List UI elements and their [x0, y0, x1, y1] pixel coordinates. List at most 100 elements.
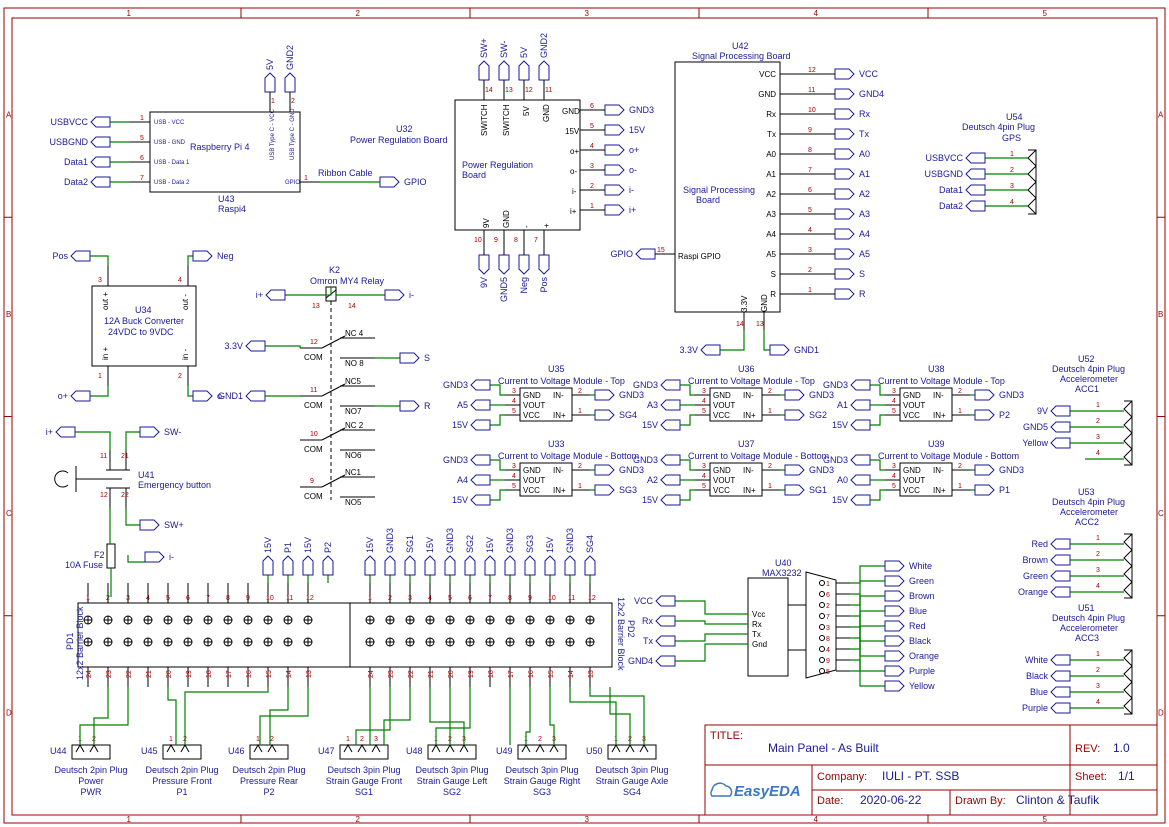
net-port-gnd3[interactable]: GND3	[823, 454, 871, 466]
net-port-gnd3[interactable]: GND3	[633, 379, 681, 391]
net-port-sg4[interactable]: SG4	[584, 535, 596, 576]
net-port-purple[interactable]: Purple	[1022, 702, 1071, 714]
net-port-gnd2[interactable]: GND2	[284, 45, 296, 93]
net-port-a3[interactable]: A3	[647, 399, 681, 411]
net-port-p1[interactable]: P1	[282, 542, 294, 576]
net-port-gnd3[interactable]: GND3	[444, 528, 456, 576]
net-port-sw-[interactable]: SW-	[498, 41, 510, 81]
net-port-gnd3[interactable]: GND3	[784, 464, 834, 476]
net-port-usbvcc[interactable]: USBVCC	[50, 116, 111, 128]
net-port-a1[interactable]: A1	[837, 399, 871, 411]
net-port-usbvcc[interactable]: USBVCC	[925, 152, 986, 164]
net-port-sg1[interactable]: SG1	[404, 535, 416, 576]
net-port-gnd4[interactable]: GND4	[628, 655, 676, 667]
net-port-9v[interactable]: 9V	[1037, 405, 1071, 417]
net-port-15v[interactable]: 15V	[642, 494, 681, 506]
net-port-brown[interactable]: Brown	[1022, 554, 1071, 566]
net-port-sg4[interactable]: SG4	[594, 409, 637, 421]
net-port-blue[interactable]: Blue	[1030, 686, 1071, 698]
net-port-pos[interactable]: Pos	[538, 254, 550, 293]
net-port-gnd3[interactable]: GND3	[443, 379, 491, 391]
net-port-data2[interactable]: Data2	[939, 200, 986, 212]
net-port-blue[interactable]: Blue	[884, 605, 927, 617]
net-port-gnd3[interactable]: GND3	[594, 464, 644, 476]
net-port-yellow[interactable]: Yellow	[884, 680, 935, 692]
net-port-sg1[interactable]: SG1	[784, 484, 827, 496]
net-port-5v[interactable]: 5V	[518, 47, 530, 81]
net-port-white[interactable]: White	[1025, 654, 1071, 666]
net-port-gnd3[interactable]: GND3	[594, 389, 644, 401]
net-port-data1[interactable]: Data1	[939, 184, 986, 196]
net-port-gnd3[interactable]: GND3	[974, 464, 1024, 476]
net-port-i-[interactable]: i-	[144, 551, 174, 563]
net-port-white[interactable]: White	[884, 560, 932, 572]
net-port-a0[interactable]: A0	[837, 474, 871, 486]
net-port-gnd5[interactable]: GND5	[498, 254, 510, 302]
net-port-15v[interactable]: 15V	[424, 537, 436, 576]
net-port-gnd3[interactable]: GND3	[384, 528, 396, 576]
net-port-s[interactable]: S	[834, 268, 865, 280]
net-port-p2[interactable]: P2	[974, 409, 1010, 421]
net-port-a3[interactable]: A3	[834, 208, 870, 220]
net-port-15v[interactable]: 15V	[262, 537, 274, 576]
net-port-15v[interactable]: 15V	[364, 537, 376, 576]
net-port-sg3[interactable]: SG3	[524, 535, 536, 576]
buck-converter-u34[interactable]: U34 12A Buck Converter 24VDC to 9VDC out…	[91, 285, 197, 367]
net-port-black[interactable]: Black	[1026, 670, 1071, 682]
net-port-i-[interactable]: i+	[46, 426, 76, 438]
net-port-yellow[interactable]: Yellow	[1022, 437, 1071, 449]
net-port-rx[interactable]: Rx	[834, 108, 870, 120]
net-port-gnd3[interactable]: GND3	[604, 104, 654, 116]
net-port-tx[interactable]: Tx	[643, 635, 676, 647]
net-port-usbgnd[interactable]: USBGND	[49, 136, 111, 148]
net-port-15v[interactable]: 15V	[642, 419, 681, 431]
net-port-i-[interactable]: i-	[604, 184, 634, 196]
net-port-15v[interactable]: 15V	[452, 494, 491, 506]
net-port-gnd3[interactable]: GND3	[633, 454, 681, 466]
net-port-green[interactable]: Green	[1023, 570, 1071, 582]
net-port-p2[interactable]: P2	[322, 542, 334, 576]
net-port-gnd3[interactable]: GND3	[974, 389, 1024, 401]
net-port-rx[interactable]: Rx	[642, 615, 676, 627]
net-port-sg2[interactable]: SG2	[784, 409, 827, 421]
net-port-usbgnd[interactable]: USBGND	[924, 168, 986, 180]
net-port-neg[interactable]: Neg	[518, 254, 530, 294]
net-port-red[interactable]: Red	[1031, 538, 1071, 550]
net-port-black[interactable]: Black	[884, 635, 932, 647]
net-port-gnd3[interactable]: GND3	[564, 528, 576, 576]
net-port-a2[interactable]: A2	[834, 188, 870, 200]
net-port-15v[interactable]: 15V	[302, 537, 314, 576]
net-port-o-[interactable]: o-	[192, 390, 225, 402]
net-port-brown[interactable]: Brown	[884, 590, 935, 602]
net-port-gnd1[interactable]: GND1	[218, 390, 266, 402]
net-port-a5[interactable]: A5	[457, 399, 491, 411]
net-port-gnd3[interactable]: GND3	[504, 528, 516, 576]
net-port-i-[interactable]: i+	[604, 204, 636, 216]
net-port-15v[interactable]: 15V	[832, 494, 871, 506]
gps-plug-u54[interactable]: U54 Deutsch 4pin Plug GPS	[962, 112, 1037, 215]
barrier-block-pd2[interactable]: PD2 12x2 Barrier Block 12422332242152061…	[349, 583, 636, 687]
net-port-sw-[interactable]: SW-	[139, 426, 181, 438]
net-port-pos[interactable]: Pos	[52, 250, 91, 262]
net-port-o-[interactable]: o+	[604, 144, 639, 156]
net-port-a0[interactable]: A0	[834, 148, 870, 160]
net-port-3-3v[interactable]: 3.3V	[224, 340, 266, 352]
net-port-r[interactable]: R	[834, 288, 866, 300]
net-port-gnd4[interactable]: GND4	[834, 88, 884, 100]
net-port-orange[interactable]: Orange	[1018, 586, 1071, 598]
signal-processing-board-u42[interactable]: U42 Signal Processing Board Signal Proce…	[674, 41, 791, 313]
net-port-a2[interactable]: A2	[647, 474, 681, 486]
